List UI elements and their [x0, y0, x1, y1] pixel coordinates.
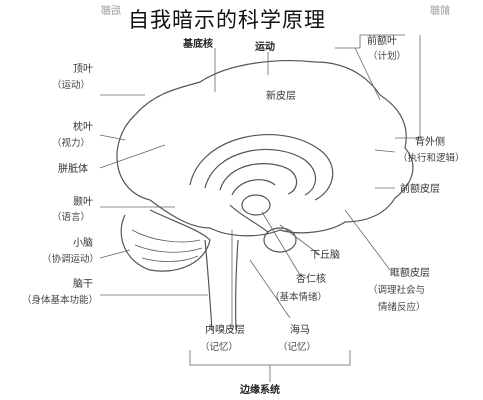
page-title: 自我暗示的科学原理 — [128, 8, 326, 32]
label-parietal-note: （运动） — [52, 79, 90, 91]
label-hypothalamus: 下丘脑 — [310, 248, 340, 261]
brain-outline — [116, 60, 414, 331]
label-entorhinal-note: （记忆） — [200, 341, 238, 353]
leader-lines — [99, 34, 421, 382]
label-brainstem: 脑干 — [73, 277, 93, 290]
label-dorsolateral: 背外侧 — [415, 135, 445, 148]
label-orbitofrontal-note2: 情绪反应） — [378, 301, 426, 313]
label-prefrontal-cortex: 前额皮层 — [400, 182, 440, 195]
label-parietal: 顶叶 — [73, 63, 93, 75]
label-hippocampus: 海马 — [290, 323, 310, 336]
label-brainstem-note: （身体基本功能） — [22, 294, 98, 306]
label-basal-ganglia: 基底核 — [182, 37, 213, 50]
label-motor: 运动 — [255, 40, 275, 53]
label-temporal: 颞叶 — [73, 196, 93, 208]
label-occipital-note: （视力） — [52, 137, 90, 149]
label-dorsolateral-note: （执行和逻辑） — [398, 152, 465, 164]
label-limbic-system: 边缘系统 — [239, 383, 280, 396]
label-amygdala: 杏仁核 — [296, 272, 326, 285]
labels: 基底核 运动 前额叶 （计划） 新皮层 顶叶 （运动） 枕叶 （视力） 胼胝体 … — [22, 34, 465, 396]
label-occipital: 枕叶 — [73, 120, 93, 133]
label-frontal-pole-note: （计划） — [368, 50, 406, 62]
label-frontal-pole: 前额叶 — [367, 34, 397, 47]
label-cerebellum: 小脑 — [73, 236, 93, 249]
label-orbitofrontal-note1: （调理社会与 — [368, 284, 425, 296]
label-cerebellum-note: （协调运动） — [42, 253, 99, 265]
label-neocortex: 新皮层 — [266, 89, 296, 102]
label-hippocampus-note: （记忆） — [278, 341, 316, 353]
label-corpus-callosum: 胼胝体 — [58, 162, 88, 175]
label-temporal-note: （语言） — [52, 211, 90, 223]
label-orbitofrontal: 眶额皮层 — [390, 266, 430, 279]
label-amygdala-note: （基本情绪） — [270, 291, 327, 303]
label-entorhinal: 内嗅皮层 — [205, 323, 245, 336]
